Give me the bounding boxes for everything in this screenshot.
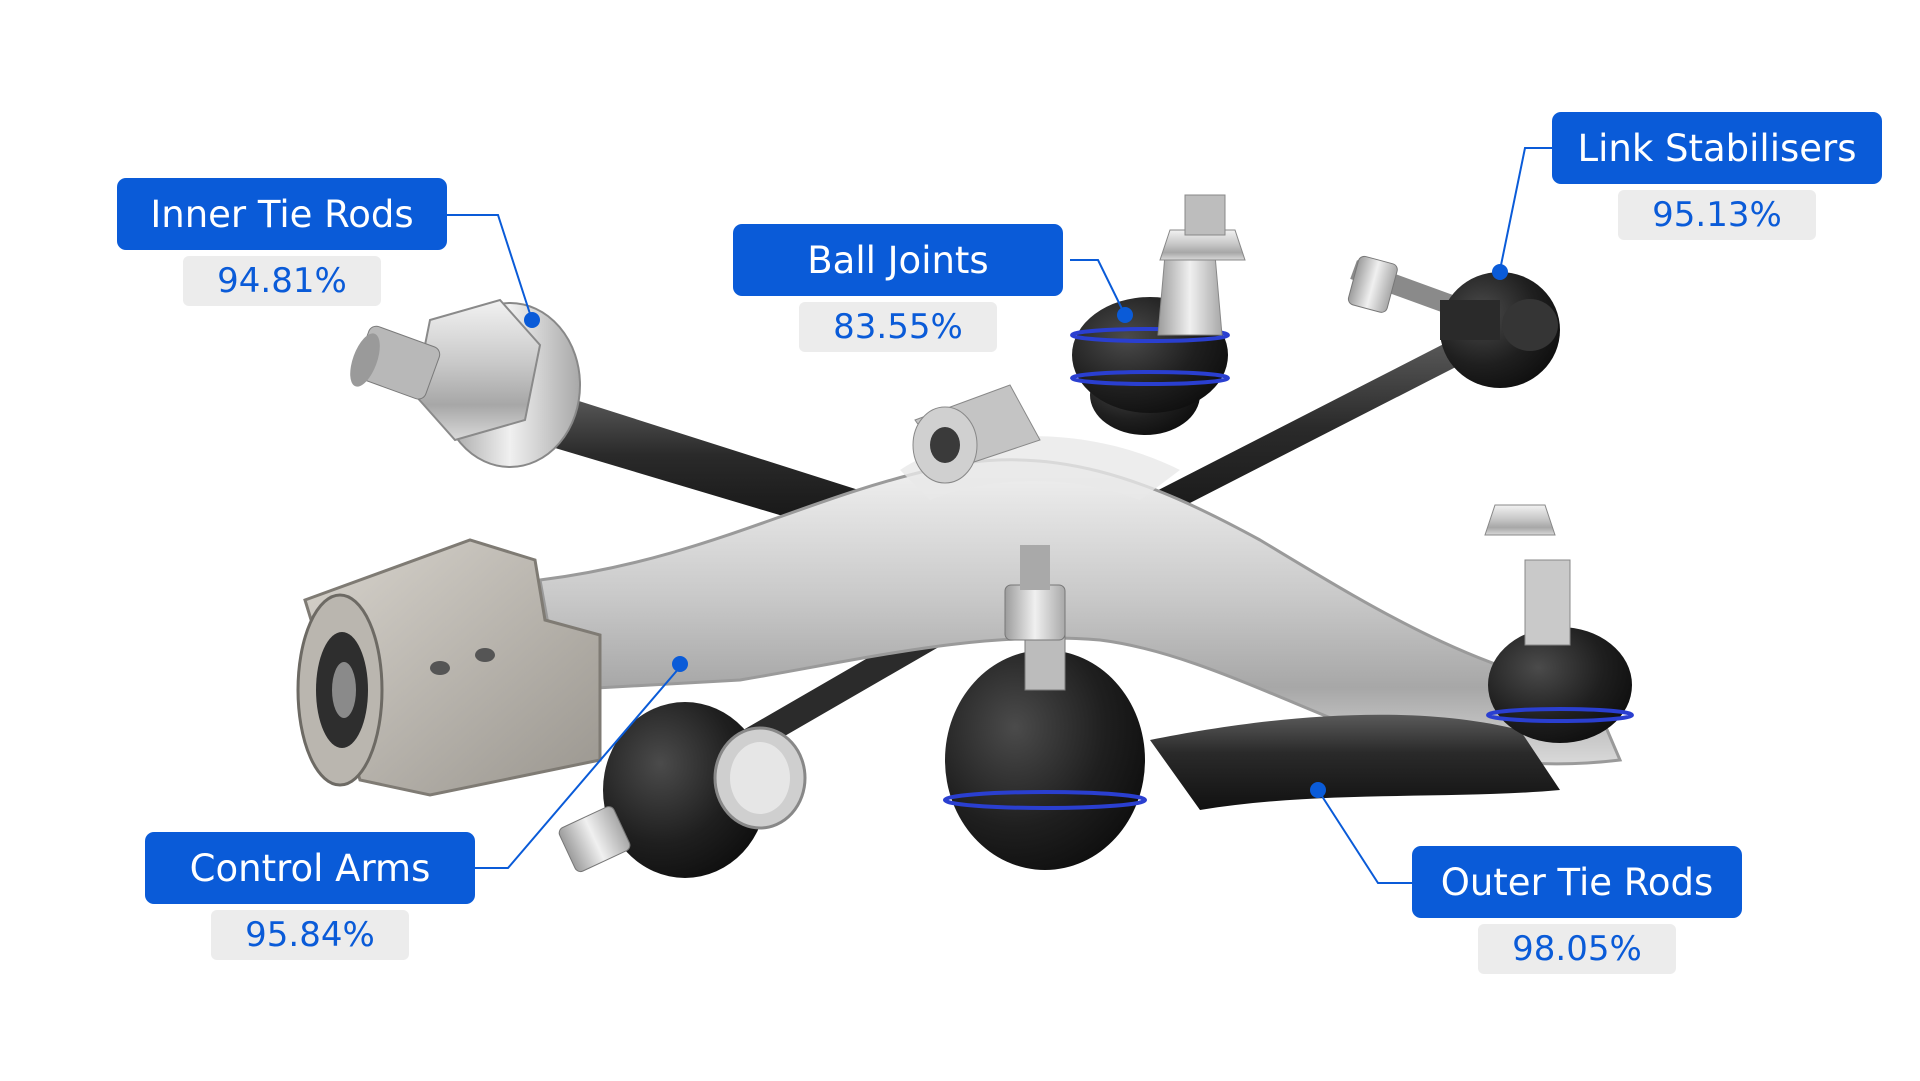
ball-joint-part [1070,194,1246,435]
ball-joints-name: Ball Joints [733,224,1063,296]
inner-tie-rod-part [350,298,890,545]
link-stabilisers-name: Link Stabilisers [1552,112,1882,184]
outer-tie-rod-part [943,545,1560,870]
callout-lines [447,147,1552,884]
label-outer-tie-rods: Outer Tie Rods 98.05% [1412,846,1742,974]
callout-dots [524,264,1508,798]
label-control-arms: Control Arms 95.84% [145,832,475,960]
ball-joints-percent: 83.55% [799,302,997,352]
label-inner-tie-rods: Inner Tie Rods 94.81% [117,178,447,306]
inner-tie-rods-percent: 94.81% [183,256,381,306]
control-arm-part [296,384,1623,797]
inner-tie-rods-name: Inner Tie Rods [117,178,447,250]
label-ball-joints: Ball Joints 83.55% [733,224,1063,352]
control-arms-name: Control Arms [145,832,475,904]
control-arm-ball-joint [1484,504,1634,743]
link-stabilisers-percent: 95.13% [1618,190,1816,240]
control-arms-percent: 95.84% [211,910,409,960]
label-link-stabilisers: Link Stabilisers 95.13% [1552,112,1882,240]
outer-tie-rods-name: Outer Tie Rods [1412,846,1742,918]
outer-tie-rods-percent: 98.05% [1478,924,1676,974]
